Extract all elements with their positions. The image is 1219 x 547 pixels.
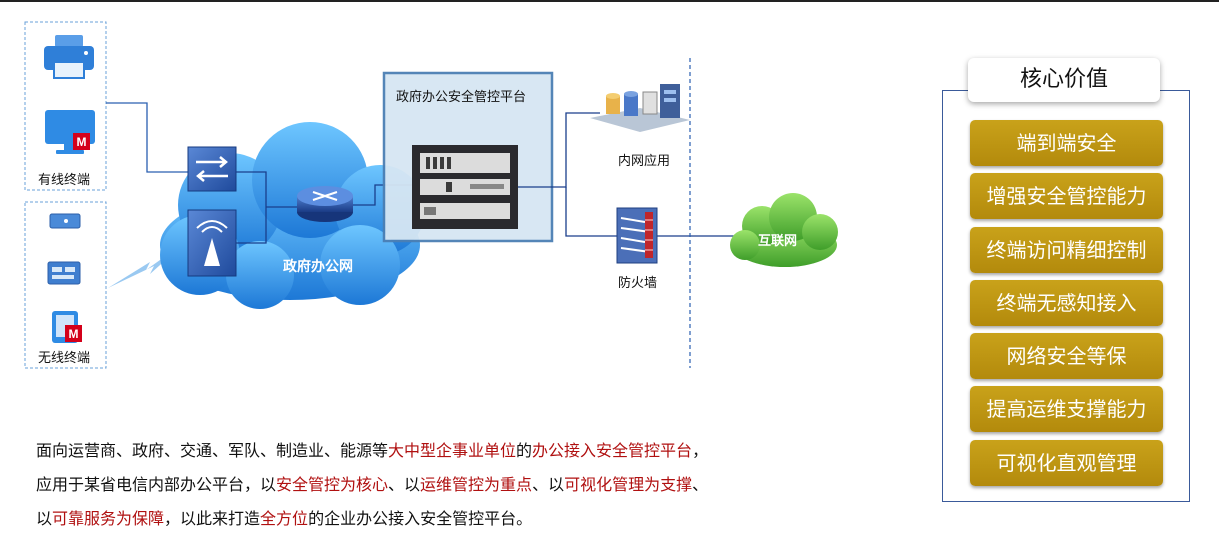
intranet-server-icon [590,84,690,132]
core-value-item: 终端访问精细控制 [970,226,1163,273]
badge-icon: M [73,133,90,150]
highlight-text: 大中型企事业单位 [388,441,517,460]
wireless-terminals-label: 无线终端 [38,351,91,366]
printer-icon [44,35,94,79]
internet-cloud [730,193,838,267]
firewall-icon [616,207,658,264]
description-line: 应用于某省电信内部办公平台，以安全管控为核心、以运维管控为重点、以可视化管理为支… [36,475,709,494]
description-line: 面向运营商、政府、交通、军队、制造业、能源等大中型企事业单位的办公接入安全管控平… [36,441,709,460]
wireless-access-point-icon [187,209,237,277]
highlight-text: 运维管控为重点 [420,475,533,494]
wireless-signal-icon [108,240,188,288]
core-value-list: 端到端安全 增强安全管控能力 终端访问精细控制 终端无感知接入 网络安全等保 提… [970,120,1163,493]
wired-terminal-group [24,21,107,191]
network-link [565,187,617,237]
core-value-item: 端到端安全 [970,120,1163,166]
security-appliance-icon [412,145,518,229]
core-value-item: 增强安全管控能力 [970,173,1163,220]
gov-network-label: 政府办公网 [283,259,353,275]
intranet-app-label: 内网应用 [618,154,671,169]
core-value-item: 提高运维支撑能力 [970,386,1163,433]
highlight-text: 全方位 [260,509,309,528]
badge-icon: M [65,325,82,342]
description-paragraph: 面向运营商、政府、交通、军队、制造业、能源等大中型企事业单位的办公接入安全管控平… [36,434,896,536]
network-switch-icon [187,146,237,192]
description-line: 以可靠服务为保障，以此来打造全方位的企业办公接入安全管控平台。 [36,509,533,528]
core-value-item: 终端无感知接入 [970,279,1163,326]
wireless-terminal-group [24,201,107,369]
firewall-label: 防火墙 [618,276,658,291]
badge-letter: M [77,135,87,149]
core-value-item: 网络安全等保 [970,333,1163,380]
top-rule [0,0,1219,2]
highlight-text: 安全管控为核心 [276,475,389,494]
platform-title: 政府办公安全管控平台 [396,90,527,105]
network-link [518,112,600,188]
router-icon [297,186,353,222]
core-value-item: 可视化直观管理 [970,439,1163,486]
badge-letter: M [69,327,79,341]
core-value-title: 核心价值 [968,58,1160,102]
highlight-text: 可靠服务为保障 [52,509,165,528]
internet-label: 互联网 [758,234,798,249]
highlight-text: 可视化管理为支撑 [564,475,693,494]
wireless-ap-device-icon [49,213,81,229]
highlight-text: 办公接入安全管控平台 [532,441,693,460]
wired-link [106,102,190,173]
wireless-pad-device-icon [47,261,81,285]
wired-terminals-label: 有线终端 [38,173,91,188]
